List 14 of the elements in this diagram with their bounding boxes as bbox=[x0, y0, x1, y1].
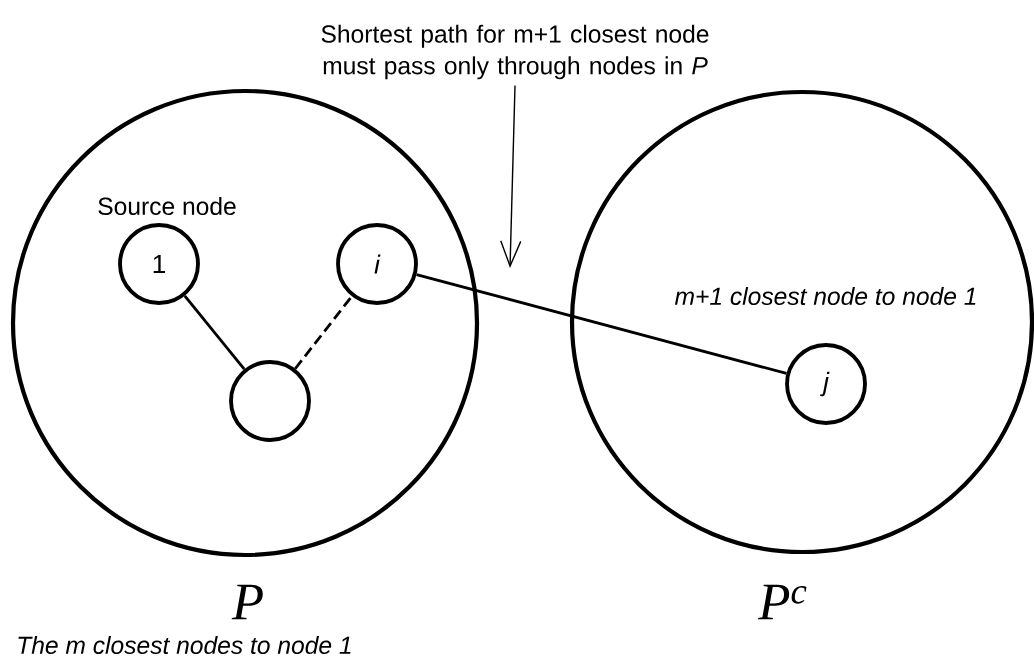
set-caption: The m closest nodes to node 1 bbox=[18, 635, 351, 655]
node-caption: Source node bbox=[98, 196, 236, 216]
node-caption: m+1 closest node to node 1 bbox=[674, 286, 976, 306]
connector-line bbox=[294, 295, 353, 370]
graph-node: 1 bbox=[118, 223, 200, 305]
connector-line bbox=[416, 273, 787, 375]
annotation-text: Shortest path for m+1 closest node must pass only through nodes in P bbox=[321, 24, 709, 80]
arrow bbox=[500, 84, 522, 268]
graph-node: j bbox=[785, 343, 867, 425]
empty-node bbox=[229, 360, 311, 442]
set-label: P bbox=[231, 584, 263, 620]
graph-node: i bbox=[336, 223, 418, 305]
set-label: P$^{c}$ bbox=[758, 584, 807, 620]
connector-line bbox=[183, 294, 246, 371]
